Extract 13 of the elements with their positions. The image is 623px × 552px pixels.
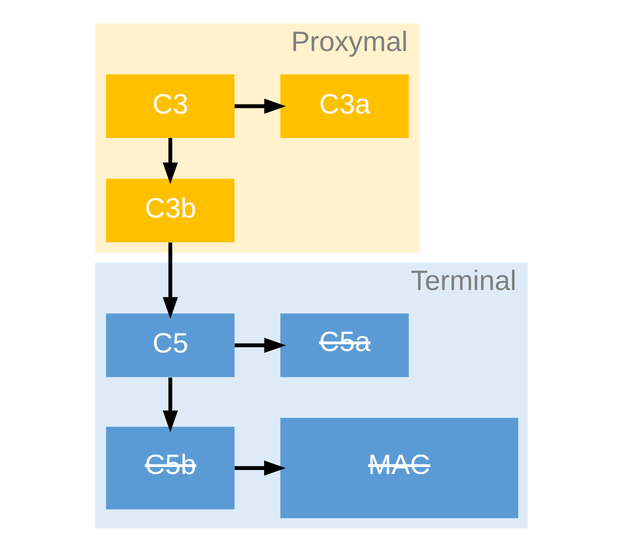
- node-box: C3a: [280, 74, 409, 138]
- node-box: C5: [106, 314, 235, 378]
- arrow: [162, 378, 178, 432]
- arrow: [234, 98, 286, 114]
- arrow: [162, 138, 178, 184]
- node-box: MAC: [280, 418, 518, 518]
- node-box: C5a: [280, 314, 409, 378]
- node-box: C3b: [106, 178, 235, 242]
- node-box: C3: [106, 74, 235, 138]
- arrow: [234, 460, 286, 476]
- node-box: C5b: [106, 426, 235, 510]
- arrow: [234, 338, 286, 353]
- arrow: [162, 242, 178, 319]
